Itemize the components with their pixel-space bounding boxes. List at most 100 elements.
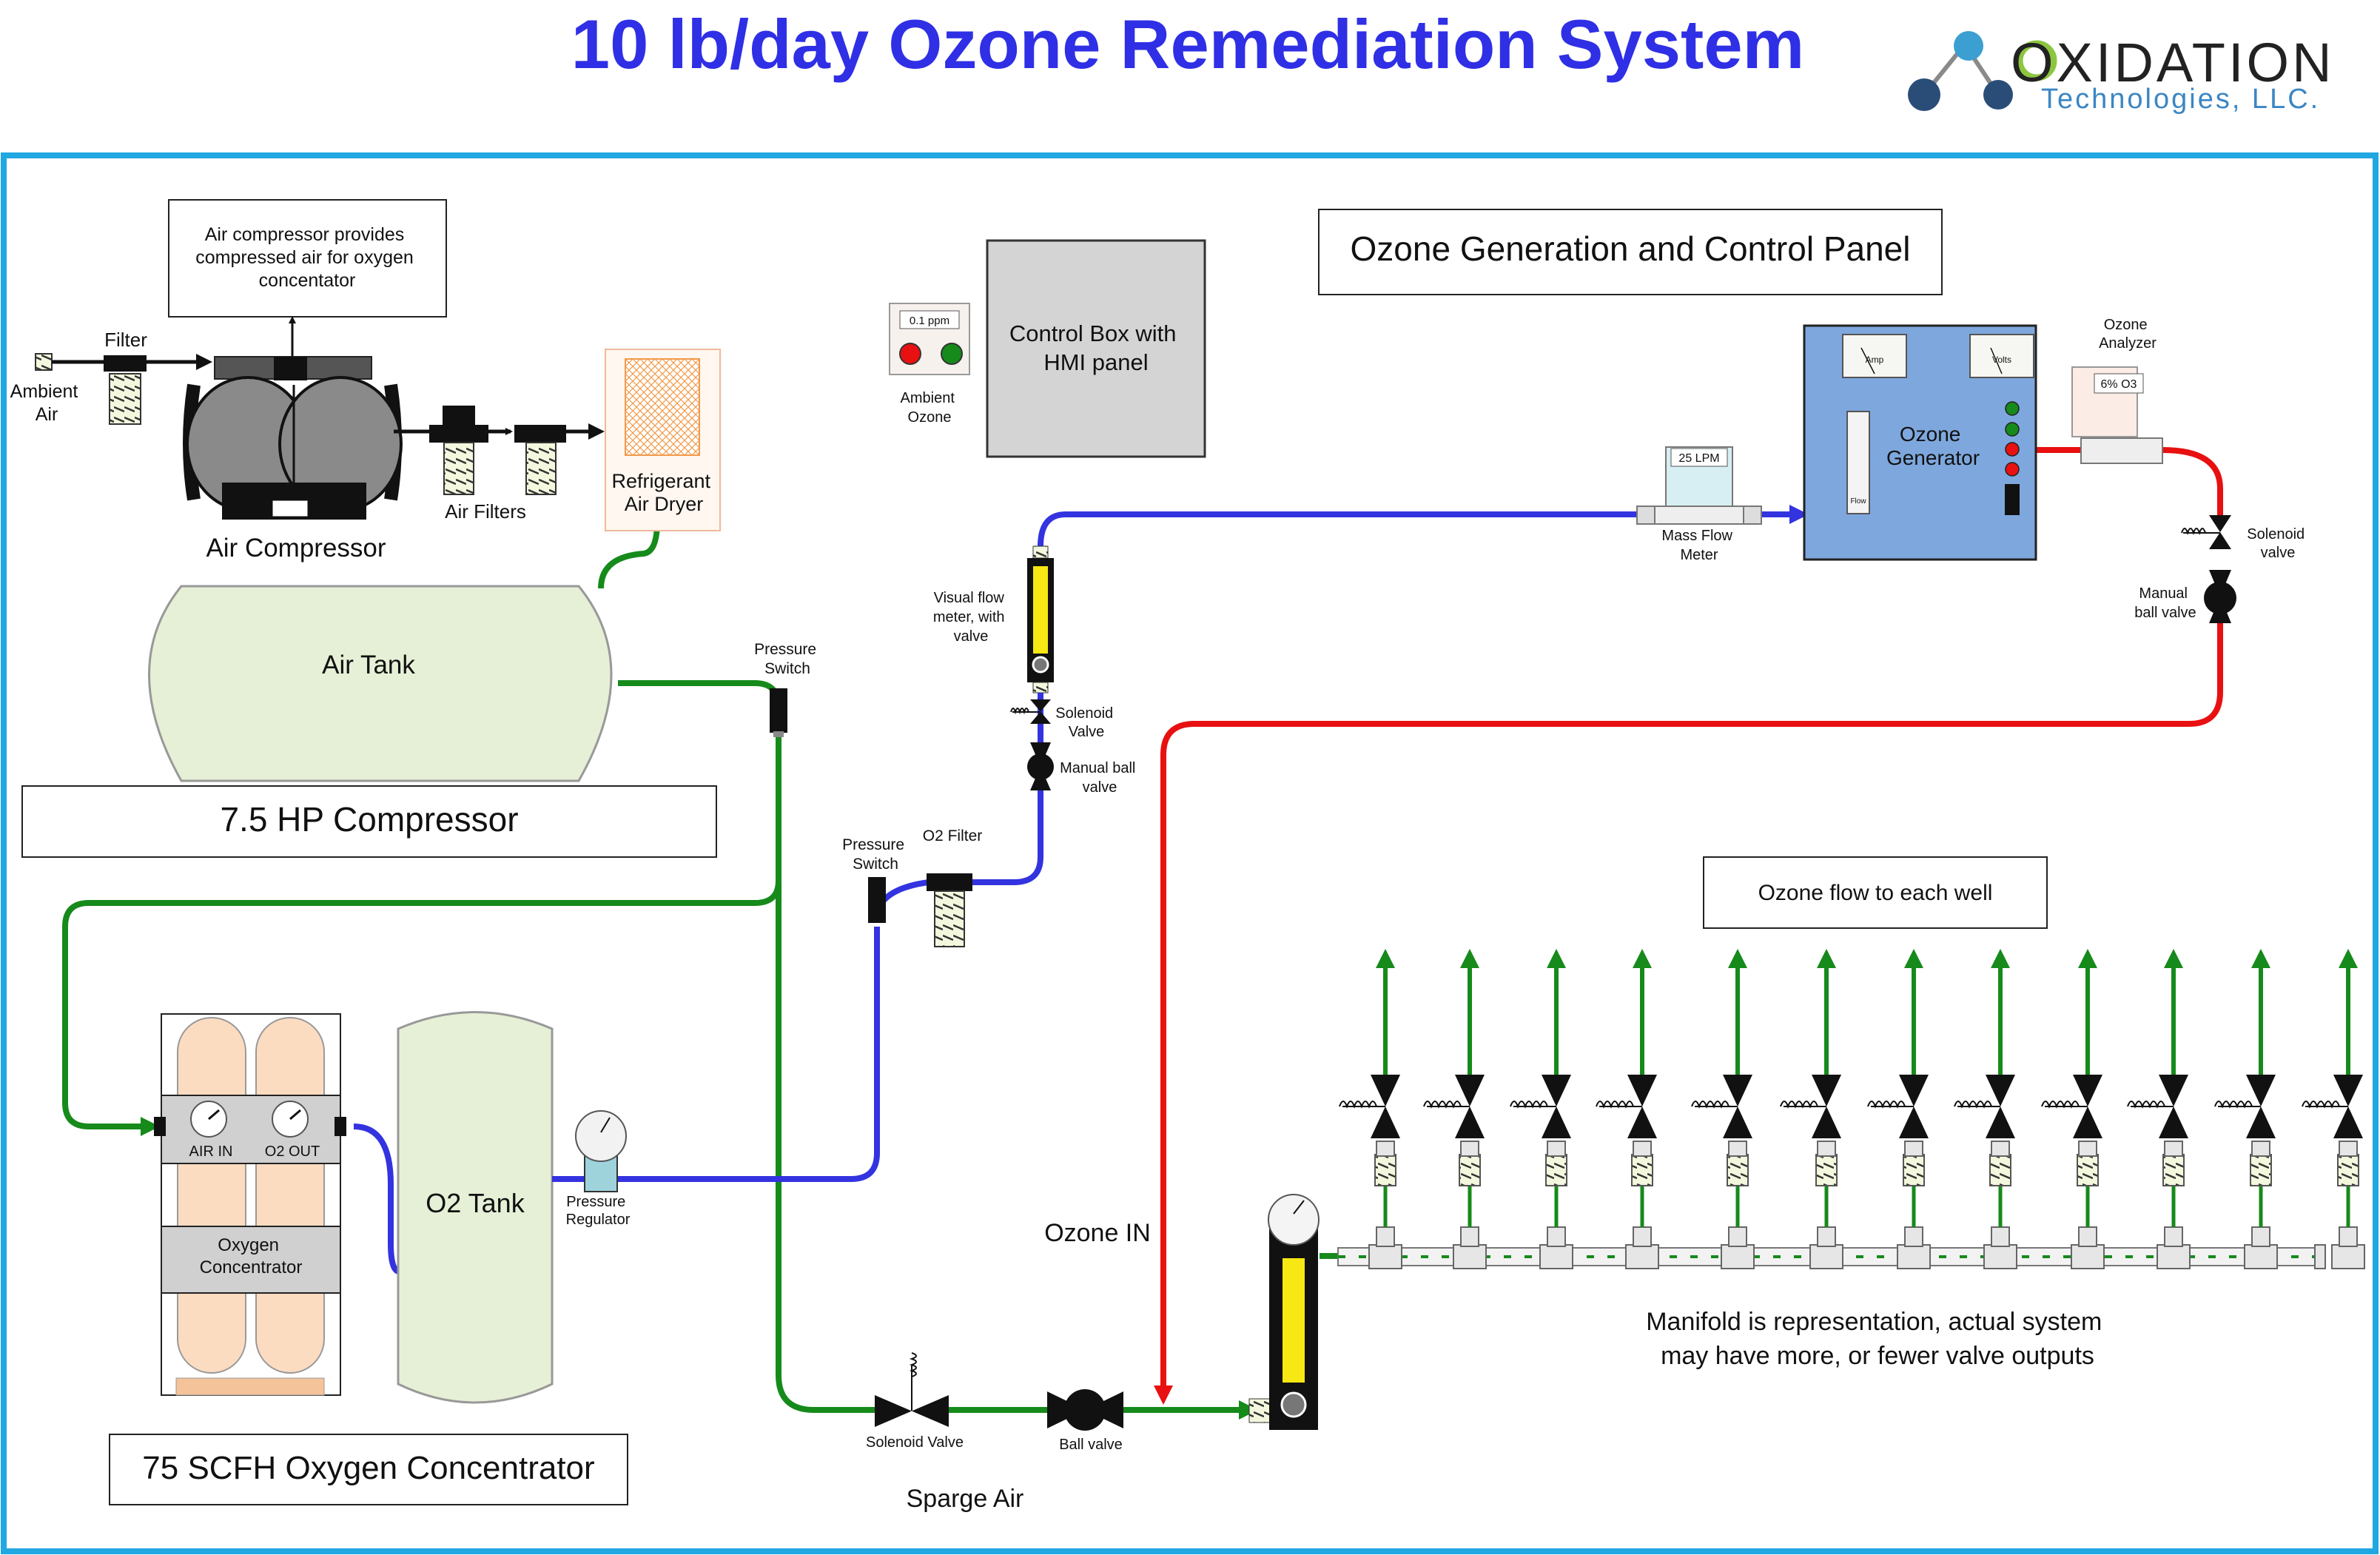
pressure-switch-2-label: Pressure Switch bbox=[842, 836, 909, 873]
red-indicator-icon bbox=[899, 343, 921, 365]
oxygen-concentrator-box: 75 SCFH Oxygen Concentrator bbox=[109, 1434, 628, 1505]
ball-valve-label: Ball valve bbox=[1059, 1437, 1123, 1453]
svg-text:Control Box with HMI pan: Control Box with HMI panel bbox=[1009, 320, 1183, 375]
mass-flow-display: 25 LPM bbox=[1678, 452, 1719, 465]
manual-ball-valve-right-label: Manual ball valve bbox=[2134, 585, 2196, 621]
svg-text:Air compressor provides: Air compressor provides compressed air f… bbox=[195, 224, 419, 291]
psi-gauge-icon bbox=[575, 1110, 627, 1162]
ozone-generator: Amp Volts Flow Ozone Generator bbox=[1803, 324, 2037, 561]
ambient-ozone-monitor: 0.1 ppm bbox=[889, 303, 970, 375]
page-title: 10 lb/day Ozone Remediation System bbox=[571, 5, 1804, 83]
visual-flow-meter bbox=[1027, 545, 1054, 693]
manifold-outlet-2 bbox=[1423, 949, 1487, 1269]
manifold-outlet-12 bbox=[2302, 949, 2365, 1269]
air-in-label: AIR IN bbox=[189, 1143, 233, 1160]
manual-ball-valve-right-icon bbox=[2204, 570, 2236, 623]
ball-valve-icon bbox=[1047, 1389, 1123, 1431]
manifold-outlet-1 bbox=[1339, 949, 1402, 1269]
oxygen-concentrator-box-label: 75 SCFH Oxygen Concentrator bbox=[142, 1450, 594, 1486]
manifold-outlet-9 bbox=[2041, 949, 2105, 1269]
manual-ball-valve-mid-icon bbox=[1027, 742, 1054, 790]
visual-flow-meter-label: Visual flow meter, with valve bbox=[933, 590, 1009, 645]
o2-out-label: O2 OUT bbox=[265, 1143, 320, 1160]
ambient-air-label: Ambient Air bbox=[10, 381, 84, 425]
molecule-icon bbox=[1908, 31, 2013, 111]
pressure-regulator bbox=[552, 1110, 627, 1192]
manifold-psi-gauge-icon bbox=[1268, 1194, 1320, 1246]
ozone-lines bbox=[1154, 447, 2223, 1405]
svg-text:Volts: Volts bbox=[1992, 355, 2011, 365]
mass-flow-meter: 25 LPM bbox=[1636, 446, 1762, 525]
pressure-regulator-label: Pressure Regulator bbox=[566, 1194, 631, 1228]
air-filters-label: Air Filters bbox=[445, 500, 526, 523]
o2-tank-label: O2 Tank bbox=[426, 1188, 525, 1218]
oxidation-logo: OXIDATION Technologies, LLC. bbox=[1908, 31, 2335, 115]
analyzer-display: 6% O3 bbox=[2101, 378, 2137, 391]
manifold-header bbox=[1337, 949, 2365, 1269]
amp-meter-icon bbox=[1842, 334, 1907, 378]
solenoid-valve-mid-label: Solenoid Valve bbox=[1055, 705, 1117, 740]
logo-name: OXIDATION bbox=[2011, 32, 2335, 93]
sparge-air-label: Sparge Air bbox=[907, 1485, 1024, 1513]
svg-text:Oxygen Concentrator: Oxygen Concentrator bbox=[200, 1235, 303, 1277]
ozone-generator-label: Ozone Generator bbox=[1886, 423, 1980, 469]
manifold-outlet-11 bbox=[2214, 949, 2278, 1269]
refrigerant-air-dryer: Refrigerant Air Dryer bbox=[605, 349, 721, 531]
svg-text:Flow: Flow bbox=[1850, 497, 1866, 506]
green-indicator-icon bbox=[941, 343, 963, 365]
pressure-switch-1 bbox=[770, 688, 787, 737]
note-line-1: Air compressor provides bbox=[205, 224, 405, 245]
ozone-flow-box-label: Ozone flow to each well bbox=[1758, 881, 1993, 905]
intake-filter bbox=[104, 355, 147, 425]
ozone-flow-box: Ozone flow to each well bbox=[1703, 856, 2048, 929]
note-line-3: concentator bbox=[259, 270, 356, 291]
manifold-note: Manifold is representation, actual syste… bbox=[1646, 1308, 2109, 1370]
logo-subtitle: Technologies, LLC. bbox=[2041, 84, 2320, 115]
ozone-analyzer-label: Ozone Analyzer bbox=[2099, 317, 2157, 352]
control-box: Control Box with HMI panel bbox=[986, 239, 1206, 458]
compressor-box: 7.5 HP Compressor bbox=[21, 785, 717, 858]
air-tank-label: Air Tank bbox=[322, 651, 415, 679]
air-filter-2 bbox=[514, 425, 566, 495]
mass-flow-meter-label: Mass Flow Meter bbox=[1661, 528, 1736, 563]
solenoid-valve-bottom-icon bbox=[875, 1352, 949, 1427]
o2-filter-label: O2 Filter bbox=[923, 827, 983, 844]
generator-flow-gauge bbox=[1846, 411, 1870, 514]
manifold-outlet-10 bbox=[2127, 949, 2191, 1269]
logo-ring bbox=[2016, 40, 2057, 81]
oxygen-lines bbox=[353, 505, 1809, 1274]
manifold-outlet-7 bbox=[1867, 949, 1931, 1269]
manual-ball-valve-mid-label: Manual ball valve bbox=[1060, 760, 1140, 796]
manifold-outlet-6 bbox=[1780, 949, 1843, 1269]
oxygen-concentrator: AIR IN O2 OUT Oxygen Concentrator bbox=[154, 1013, 346, 1396]
air-compressor-label: Air Compressor bbox=[206, 534, 386, 562]
compressor-box-label: 7.5 HP Compressor bbox=[220, 800, 518, 839]
manifold-outlet-8 bbox=[1954, 949, 2017, 1269]
solenoid-valve-right-label: Solenoid valve bbox=[2247, 526, 2308, 561]
manifold-flow-meter bbox=[1248, 1194, 1320, 1430]
manifold-outlet-4 bbox=[1596, 949, 1659, 1269]
air-lines bbox=[62, 521, 1338, 1420]
ambient-air-intake bbox=[35, 353, 104, 371]
manifold-outlet-5 bbox=[1691, 949, 1755, 1269]
solenoid-valve-bottom-label: Solenoid Valve bbox=[866, 1434, 964, 1451]
air-filter-1 bbox=[429, 406, 488, 495]
svg-text:Amp: Amp bbox=[1866, 355, 1884, 365]
pressure-switch-2 bbox=[868, 877, 886, 923]
filter-label: Filter bbox=[104, 329, 147, 351]
o2-tank: O2 Tank bbox=[397, 1011, 554, 1404]
volts-meter-icon bbox=[1969, 334, 2034, 378]
ambient-ozone-display: 0.1 ppm bbox=[910, 315, 949, 327]
note-line-2: compressed air for oxygen bbox=[195, 247, 414, 268]
air-compressor-icon bbox=[183, 356, 403, 520]
air-compressor-note: Air compressor provides compressed air f… bbox=[168, 199, 447, 318]
ozone-analyzer: 6% O3 bbox=[2071, 366, 2163, 464]
pressure-switch-1-label: Pressure Switch bbox=[754, 641, 821, 677]
ambient-ozone-label: Ambient Ozone bbox=[901, 390, 959, 426]
ozone-in-label: Ozone IN bbox=[1044, 1219, 1151, 1247]
svg-text:Refrigerant Air Dryer: Refrigerant Air Dryer bbox=[611, 470, 716, 515]
manifold-outlet-3 bbox=[1510, 949, 1573, 1269]
solenoid-valve-right-icon bbox=[2181, 515, 2231, 549]
diagram-frame bbox=[1, 152, 2379, 1554]
